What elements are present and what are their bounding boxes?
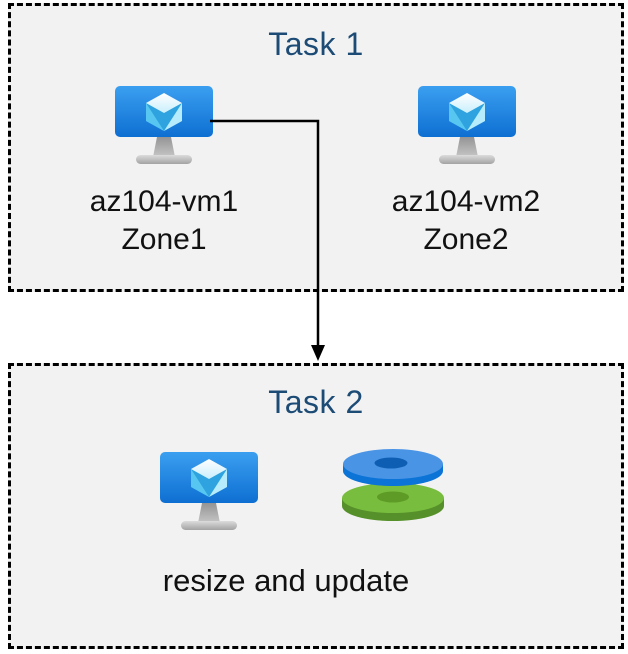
task2-title: Task 2 — [268, 384, 364, 420]
virtual-machine-icon-vm2 — [417, 86, 517, 166]
vm2-label: az104-vm2 Zone2 — [366, 183, 566, 259]
virtual-machine-icon-task2 — [159, 452, 259, 532]
vm2-name-label: az104-vm2 — [391, 185, 541, 218]
vm1-label: az104-vm1 Zone1 — [64, 183, 264, 259]
vm1-name-label: az104-vm1 — [89, 185, 239, 218]
task1-box: Task 1 az104-vm1 Zone1 az104-vm2 Zone2 — [8, 3, 624, 292]
virtual-machine-icon-vm1 — [114, 86, 214, 166]
vm2-zone-label: Zone2 — [423, 223, 509, 256]
task2-caption: resize and update — [162, 563, 410, 598]
task1-title: Task 1 — [268, 26, 364, 62]
vm1-zone-label: Zone1 — [121, 223, 207, 256]
task2-box: Task 2 resize and update — [8, 363, 624, 649]
managed-disks-icon — [341, 448, 445, 536]
